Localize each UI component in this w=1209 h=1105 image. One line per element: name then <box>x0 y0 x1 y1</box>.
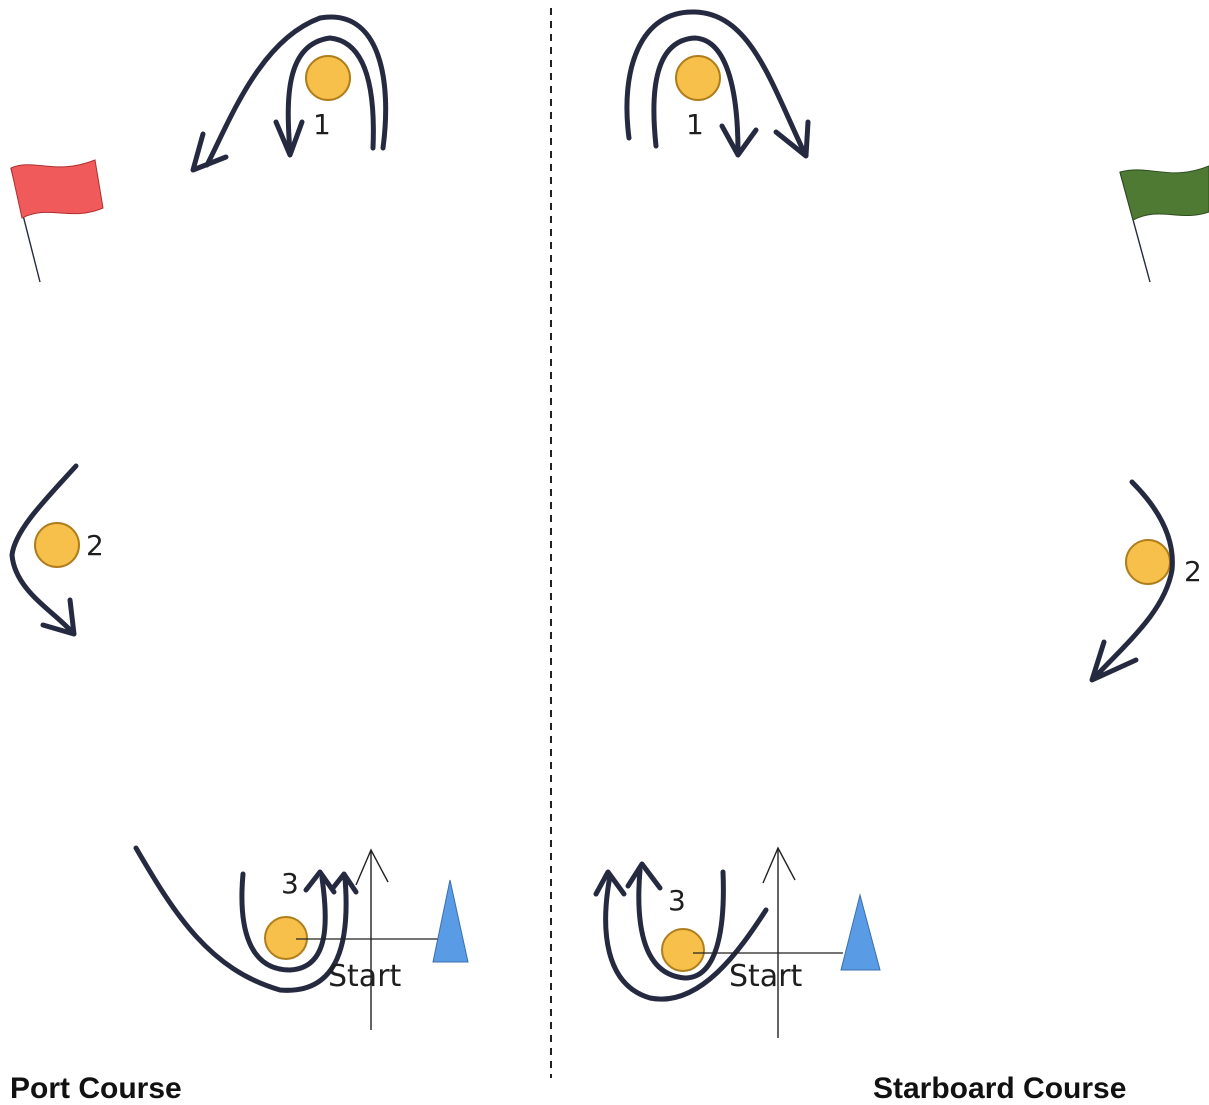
port-arrowhead-2 <box>40 597 77 637</box>
starboard-path-1a <box>624 9 807 155</box>
starboard-buoy-2 <box>1125 539 1171 585</box>
port-path-2 <box>9 463 79 635</box>
starboard-start-arrowhead <box>762 846 796 884</box>
port-arrowhead-3a <box>303 869 337 895</box>
starboard-start-label: Start <box>729 959 803 994</box>
port-start-arrowhead <box>355 848 389 886</box>
port-buoy-2 <box>34 522 80 568</box>
starboard-mark-2-label: 2 <box>1184 555 1202 588</box>
starboard-course-title: Starboard Course <box>873 1072 1126 1105</box>
starboard-arrowhead-1b <box>719 123 759 158</box>
port-buoy-1 <box>305 55 351 101</box>
port-mark-1-label: 1 <box>313 108 331 141</box>
starboard-cone-icon <box>840 893 881 971</box>
port-course-title: Port Course <box>10 1072 182 1105</box>
port-buoy-3 <box>264 916 308 960</box>
starboard-path-3b <box>636 867 726 981</box>
starboard-buoy-1 <box>675 55 721 101</box>
starboard-path-2 <box>1091 479 1175 681</box>
starboard-path-1b <box>651 35 741 155</box>
port-mark-3-label: 3 <box>281 867 299 900</box>
starboard-buoy-3 <box>661 928 705 972</box>
port-mark-2-label: 2 <box>86 529 104 562</box>
port-path-3a <box>133 845 349 993</box>
green-flag-icon <box>1119 165 1209 283</box>
red-flag-icon <box>10 159 104 283</box>
starboard-arrowhead-3a <box>593 869 627 897</box>
port-path-1a <box>204 14 389 168</box>
port-course: 1 2 3 Start <box>9 14 469 1030</box>
starboard-course: 1 2 3 Start <box>593 9 1209 1038</box>
port-path-1b <box>285 35 376 155</box>
starboard-arrowhead-2 <box>1089 639 1139 683</box>
starboard-mark-3-label: 3 <box>668 884 686 917</box>
starboard-mark-1-label: 1 <box>686 108 704 141</box>
starboard-arrowhead-3b <box>625 861 663 891</box>
starboard-arrowhead-1a <box>773 119 811 159</box>
port-path-3b <box>239 871 328 973</box>
port-arrowhead-3b <box>330 871 359 895</box>
port-start-label: Start <box>328 959 402 994</box>
port-arrowhead-1b <box>273 119 305 158</box>
starboard-path-3a <box>603 873 769 1002</box>
port-arrowhead-1a <box>190 131 229 173</box>
port-cone-icon <box>432 879 469 963</box>
